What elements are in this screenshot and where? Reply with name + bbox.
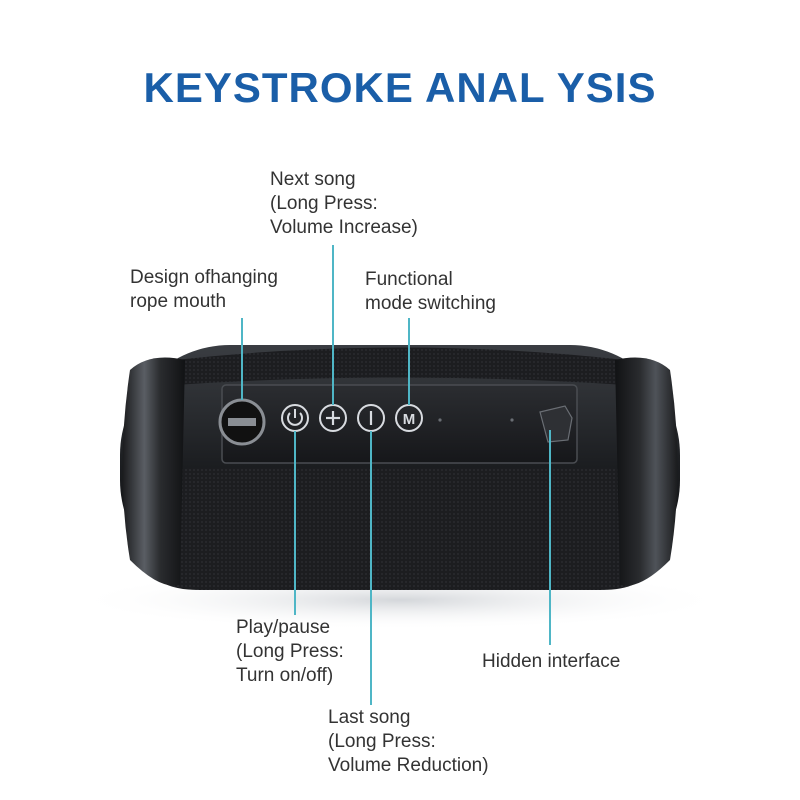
callout-rope-mouth: Design ofhanging rope mouth (130, 267, 278, 312)
top-grille (175, 347, 625, 385)
right-end-cap (615, 357, 678, 586)
callout-play-pause: Play/pause (Long Press: Turn on/off) (236, 617, 344, 686)
page-title: KEYSTROKE ANAL YSIS (143, 64, 657, 111)
callout-mode-switching: Functional mode switching (365, 269, 496, 314)
callout-last-song: Last song (Long Press: Volume Reduction) (328, 707, 489, 776)
callout-next-song: Next song (Long Press: Volume Increase) (270, 169, 418, 238)
front-grille (150, 468, 650, 590)
indicator-dot (438, 418, 442, 422)
power-play-icon (287, 412, 303, 426)
m-icon: M (403, 411, 416, 428)
left-end-cap (122, 357, 185, 586)
callout-hidden-interface: Hidden interface (482, 651, 621, 672)
rope-hole (218, 398, 266, 446)
control-panel (221, 384, 578, 464)
leader-lines (241, 245, 551, 705)
hidden-interface-flap[interactable] (539, 405, 573, 443)
plus-icon (326, 411, 340, 425)
indicator-dot (510, 418, 514, 422)
